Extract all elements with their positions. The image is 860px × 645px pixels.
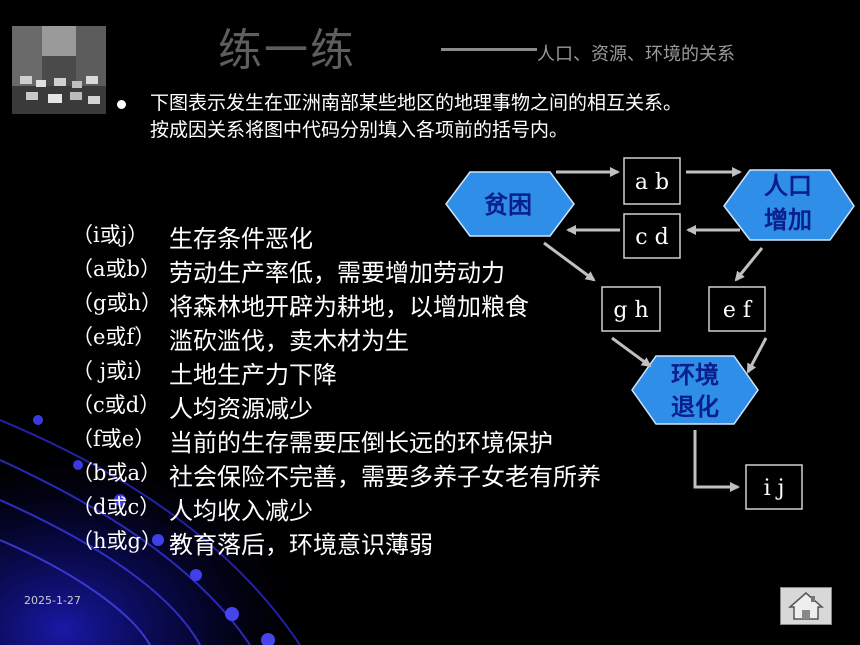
title-divider bbox=[441, 48, 537, 51]
arrow-ef-to-environment bbox=[746, 337, 768, 374]
answer-text: 滥砍滥伐，卖木材为生 bbox=[169, 327, 409, 355]
intro-text: 下图表示发生在亚洲南部某些地区的地理事物之间的相互关系。 按成因关系将图中代码分… bbox=[150, 90, 682, 144]
arrow-poverty-to-gh bbox=[543, 241, 596, 282]
box-ij bbox=[745, 464, 803, 510]
answer-code: （h或g） bbox=[72, 529, 162, 553]
box-ef-label: e f bbox=[723, 298, 753, 323]
answer-code: （a或b） bbox=[72, 257, 161, 281]
home-button[interactable] bbox=[780, 587, 832, 625]
answer-text: 将森林地开辟为耕地，以增加粮食 bbox=[169, 293, 529, 321]
answer-code: （g或h） bbox=[72, 291, 162, 315]
box-ij-label: i j bbox=[764, 476, 785, 501]
answer-code: （e或f） bbox=[72, 325, 156, 349]
answer-text: 生存条件恶化 bbox=[169, 225, 313, 253]
box-cd bbox=[623, 213, 681, 259]
environment-node bbox=[631, 355, 759, 425]
population-label-line1: 人口 bbox=[764, 172, 812, 200]
box-cd-label: c d bbox=[635, 225, 668, 250]
answer-code: （i或j） bbox=[72, 223, 149, 247]
answer-text: 劳动生产率低，需要增加劳动力 bbox=[169, 259, 505, 287]
arrow-environment-to-ij bbox=[693, 430, 740, 492]
box-ef bbox=[708, 286, 766, 332]
answer-text: 人均收入减少 bbox=[169, 497, 313, 525]
box-ab-label: a b bbox=[635, 170, 669, 195]
population-node bbox=[723, 169, 855, 241]
page-title: 练一练 bbox=[218, 25, 356, 76]
arrow-population-to-ef bbox=[734, 247, 764, 282]
answer-code: （c或d） bbox=[72, 393, 161, 417]
page-subtitle: 人口、资源、环境的关系 bbox=[537, 44, 735, 65]
home-icon bbox=[788, 592, 824, 620]
arrow-gh-to-environment bbox=[611, 336, 652, 368]
answer-code: （d或c） bbox=[72, 495, 161, 519]
answer-text: 当前的生存需要压倒长远的环境保护 bbox=[169, 429, 553, 457]
environment-label-line2: 退化 bbox=[671, 393, 719, 421]
environment-label-line1: 环境 bbox=[671, 361, 719, 389]
population-label-line2: 增加 bbox=[764, 206, 812, 234]
poverty-node bbox=[445, 171, 575, 237]
street-photo bbox=[12, 26, 106, 114]
box-gh-label: g h bbox=[613, 298, 648, 323]
slide-date: 2025-1-27 bbox=[24, 594, 81, 607]
intro-line: 下图表示发生在亚洲南部某些地区的地理事物之间的相互关系。 bbox=[150, 92, 683, 114]
answer-text: 教育落后，环境意识薄弱 bbox=[169, 531, 433, 559]
answer-code: （f或e） bbox=[72, 427, 156, 451]
intro-line: 按成因关系将图中代码分别填入各项前的括号内。 bbox=[150, 119, 569, 141]
answer-code: （ j或i） bbox=[72, 359, 155, 383]
box-ab bbox=[623, 157, 681, 205]
box-gh bbox=[601, 286, 661, 332]
poverty-label: 贫困 bbox=[484, 191, 532, 219]
answer-text: 土地生产力下降 bbox=[169, 361, 337, 389]
answer-code: （b或a） bbox=[72, 461, 161, 485]
answer-text: 社会保险不完善，需要多养子女老有所养 bbox=[169, 463, 601, 491]
answer-text: 人均资源减少 bbox=[169, 395, 313, 423]
bullet-icon bbox=[117, 100, 126, 109]
